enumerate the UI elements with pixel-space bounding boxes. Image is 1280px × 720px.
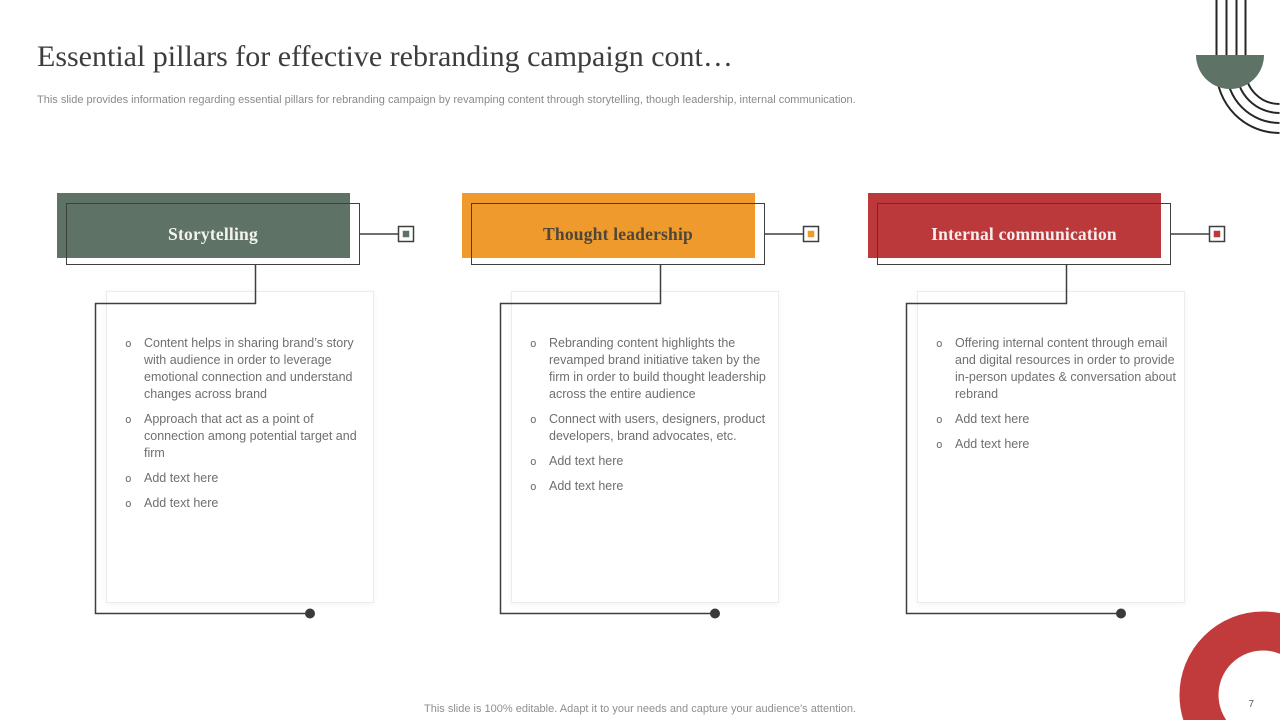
pillar-card: Rebranding content highlights the revamp…: [511, 291, 779, 603]
bullet-list: Content helps in sharing brand’s story w…: [107, 292, 373, 512]
list-item: Connect with users, designers, product d…: [512, 411, 770, 445]
bullet-list: Offering internal content through email …: [918, 292, 1184, 453]
pillar-label: Storytelling: [168, 223, 258, 244]
list-item: Offering internal content through email …: [918, 335, 1176, 403]
list-item: Content helps in sharing brand’s story w…: [107, 335, 365, 403]
list-item: Add text here: [512, 453, 770, 470]
pillar-header-box: Storytelling: [66, 203, 360, 265]
list-item: Add text here: [107, 495, 365, 512]
list-item: Approach that act as a point of connecti…: [107, 411, 365, 462]
pillar-header-box: Thought leadership: [471, 203, 765, 265]
pillar-header-box: Internal communication: [877, 203, 1171, 265]
list-item: Add text here: [512, 478, 770, 495]
pillar-column-internal-communication: Internal communication Offering internal…: [811, 0, 1241, 720]
pillar-card: Offering internal content through email …: [917, 291, 1185, 603]
page-number: 7: [1248, 699, 1254, 710]
pillar-column-thought-leadership: Thought leadership Rebranding content hi…: [405, 0, 835, 720]
page-title: Essential pillars for effective rebrandi…: [37, 40, 733, 73]
list-item: Rebranding content highlights the revamp…: [512, 335, 770, 403]
pillar-label: Internal communication: [931, 223, 1117, 244]
footer-note: This slide is 100% editable. Adapt it to…: [424, 703, 856, 715]
pillar-label: Thought leadership: [543, 223, 693, 244]
slide-description: This slide provides information regardin…: [37, 94, 856, 106]
bullet-list: Rebranding content highlights the revamp…: [512, 292, 778, 495]
list-item: Add text here: [918, 436, 1176, 453]
list-item: Add text here: [107, 470, 365, 487]
pillar-column-storytelling: Storytelling Content helps in sharing br…: [0, 0, 430, 720]
pillar-card: Content helps in sharing brand’s story w…: [106, 291, 374, 603]
list-item: Add text here: [918, 411, 1176, 428]
